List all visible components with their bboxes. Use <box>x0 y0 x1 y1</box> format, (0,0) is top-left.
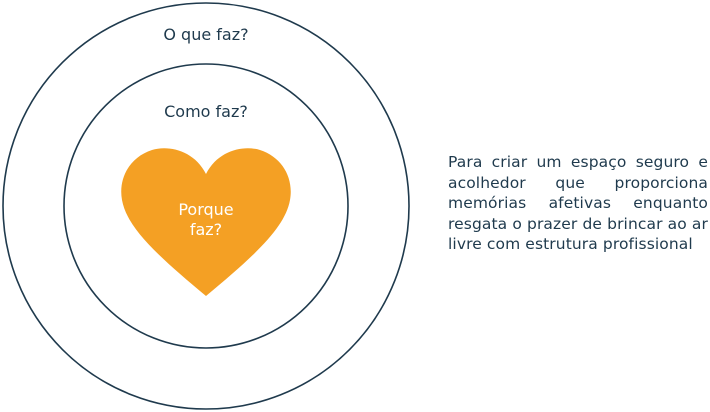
outer-circle <box>2 2 410 410</box>
heart-icon <box>121 148 291 296</box>
middle-circle <box>63 63 349 349</box>
middle-circle-label: Como faz? <box>164 102 248 121</box>
center-label: Porque faz? <box>146 200 266 240</box>
center-label-line2: faz? <box>189 220 223 239</box>
golden-circle-diagram <box>2 2 410 410</box>
center-label-line1: Porque <box>178 200 234 219</box>
outer-circle-label: O que faz? <box>163 25 249 44</box>
purpose-description: Para criar um espaço seguro e acolhedor … <box>448 153 708 253</box>
